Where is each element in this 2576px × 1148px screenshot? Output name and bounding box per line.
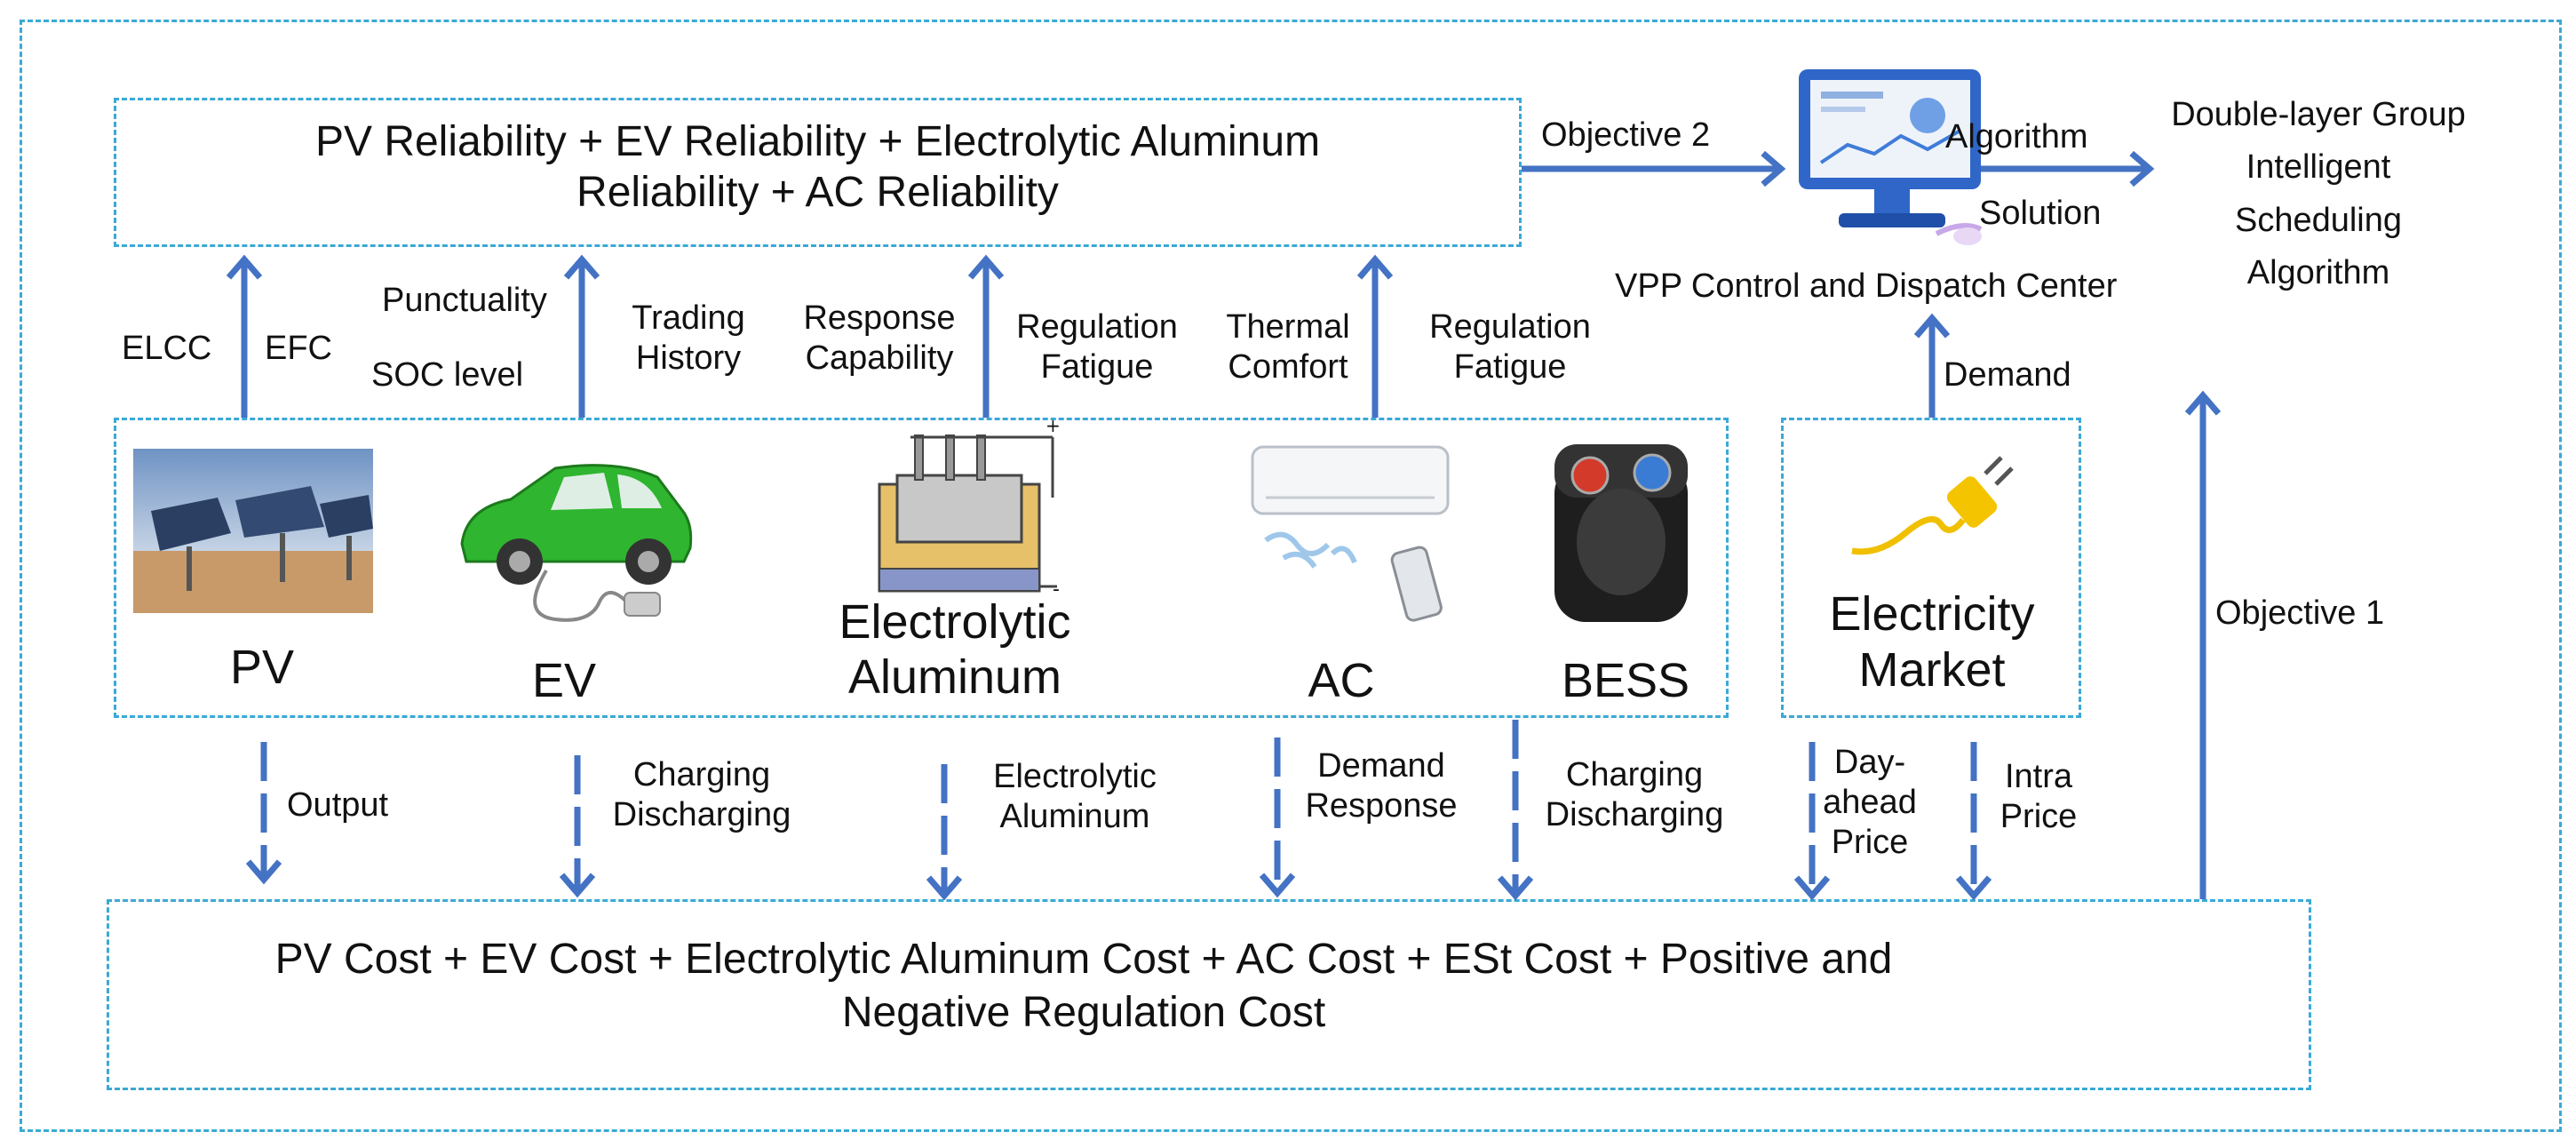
label-fatigue: Fatigue [1453, 347, 1567, 386]
label-objective-2: Objective 2 [1541, 116, 1711, 154]
label-price: Price [2000, 797, 2078, 835]
label-discharging: Discharging [612, 795, 791, 833]
label-aluminum: Aluminum [999, 797, 1150, 835]
ev-car-image [460, 464, 693, 622]
algorithm-name-line-1: Double-layer Group [2171, 96, 2466, 133]
market-line-1: Electricity [1829, 587, 2035, 641]
market-label: Electricity Market [1785, 586, 2079, 698]
market-box [1781, 418, 2081, 718]
air-conditioner-image [1251, 445, 1450, 622]
label-trading-history: Trading History [613, 299, 764, 379]
algorithm-name-line-2: Intelligent [2246, 148, 2391, 187]
computer-monitor-image [1799, 69, 1983, 245]
electric-plug-image [1851, 456, 2014, 555]
label-output: Output [287, 786, 389, 824]
reliability-objective-box [114, 98, 1522, 247]
device-al-line-1: Electrolytic [839, 595, 1071, 649]
device-bess-label: BESS [1561, 654, 1690, 707]
device-ev-label: EV [531, 654, 597, 707]
label-regulation-fatigue-ac: Regulation Fatigue [1408, 307, 1612, 387]
label-demand-response: Demand Response [1288, 746, 1475, 826]
label-day-ahead-price: Day- ahead Price [1812, 743, 1928, 862]
device-al-label: Electrolytic Aluminum [822, 595, 1088, 705]
label-solution: Solution [1979, 195, 2102, 232]
svg-text:-: - [1053, 578, 1060, 600]
devices-box [114, 418, 1729, 718]
label-intra-price: Intra Price [1985, 757, 2092, 837]
label-demand: Demand [1317, 747, 1445, 785]
label-electrolytic: Electrolytic [993, 758, 1157, 795]
cost-objective-text: PV Cost + EV Cost + Electrolytic Aluminu… [107, 933, 2061, 1039]
reliability-line-2: Reliability + AC Reliability [576, 168, 1059, 216]
label-trading: Trading [632, 299, 745, 337]
label-efc: EFC [265, 330, 332, 367]
battery-image [1554, 444, 1688, 622]
algorithm-name-line-3: Scheduling [2234, 201, 2403, 239]
svg-text:+: + [1046, 418, 1061, 436]
label-bess-charging: Charging Discharging [1519, 755, 1750, 835]
label-response-capability: Response Capability [791, 299, 968, 379]
label-thermal-comfort: Thermal Comfort [1208, 307, 1368, 387]
label-regulation-fatigue-al: Regulation Fatigue [995, 307, 1199, 387]
label-thermal: Thermal [1226, 308, 1350, 346]
label-ahead: ahead [1823, 783, 1917, 821]
label-intra: Intra [2004, 758, 2073, 795]
label-day: Day- [1833, 744, 1906, 781]
label-vpp-center: VPP Control and Dispatch Center [1615, 267, 2118, 305]
reliability-line-1: PV Reliability + EV Reliability + Electr… [314, 118, 1321, 165]
algorithm-name-line-4: Algorithm [2246, 253, 2390, 291]
label-electrolytic-aluminum: Electrolytic Aluminum [968, 757, 1181, 837]
label-price: Price [1831, 823, 1909, 861]
device-pv-label: PV [229, 641, 295, 694]
label-response: Response [803, 299, 956, 337]
device-al-line-2: Aluminum [847, 650, 1062, 704]
cost-line-2: Negative Regulation Cost [841, 988, 1326, 1036]
cost-objective-box [107, 899, 2311, 1090]
outer-frame [20, 20, 2562, 1132]
label-soc-level: SOC level [371, 356, 524, 394]
label-algorithm: Algorithm [1945, 118, 2088, 155]
label-comfort: Comfort [1228, 347, 1348, 386]
label-demand: Demand [1944, 356, 2071, 394]
label-response: Response [1305, 786, 1458, 825]
label-capability: Capability [805, 339, 954, 377]
label-regulation: Regulation [1016, 308, 1178, 346]
device-ac-label: AC [1308, 654, 1375, 707]
reliability-objective-text: PV Reliability + EV Reliability + Electr… [114, 117, 1522, 218]
market-line-2: Market [1858, 642, 2006, 697]
label-charging: Charging [1565, 756, 1704, 793]
label-fatigue: Fatigue [1040, 347, 1154, 386]
label-charging: Charging [632, 756, 771, 793]
algorithm-name: Double-layer Group Intelligent Schedulin… [2150, 89, 2487, 299]
cost-line-1: PV Cost + EV Cost + Electrolytic Aluminu… [274, 936, 1893, 983]
label-elcc: ELCC [122, 330, 212, 367]
label-ev-charging: Charging Discharging [586, 755, 817, 835]
label-objective-1: Objective 1 [2215, 594, 2385, 632]
label-regulation: Regulation [1429, 308, 1591, 346]
electrolytic-cell-image: + - [878, 418, 1061, 600]
label-discharging: Discharging [1545, 795, 1724, 833]
label-history: History [635, 339, 742, 377]
pv-panel-image [133, 449, 373, 613]
label-punctuality: Punctuality [382, 282, 547, 319]
